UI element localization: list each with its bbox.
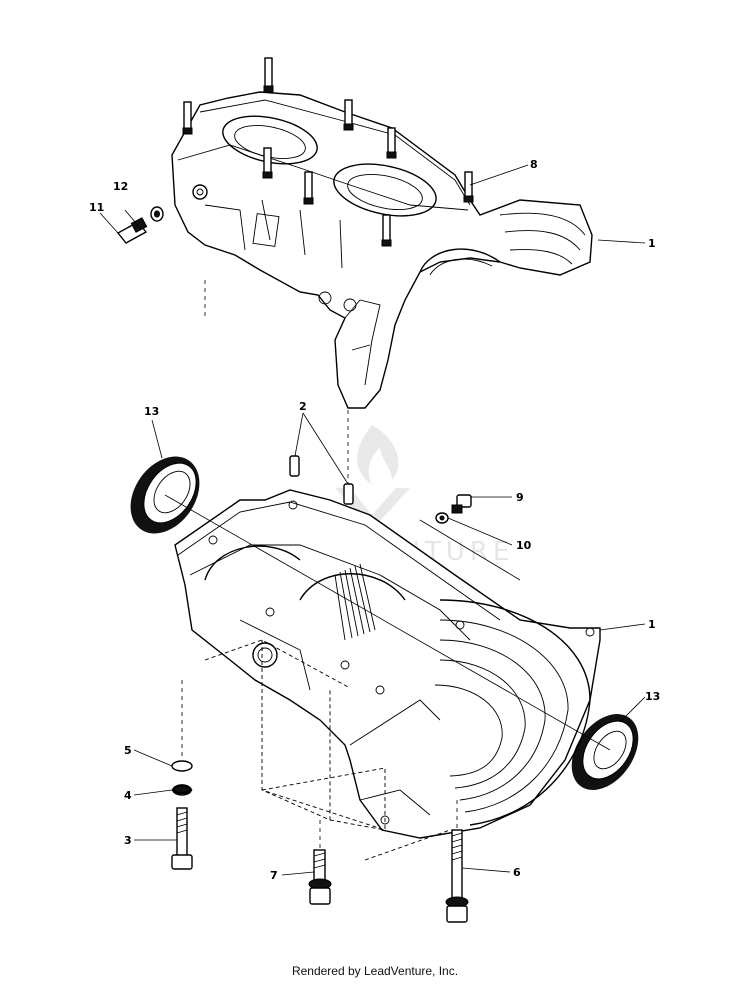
lower-crankcase [174,489,601,839]
callout-5-washer: 5 [124,744,132,757]
callout-3-bolt: 3 [124,834,132,847]
dowel-pins [289,455,354,505]
callout-8-stud: 8 [530,158,538,171]
callout-9-plug: 9 [516,491,524,504]
callout-1-upper-crankcase: 1 [648,237,656,250]
alignment-box [204,639,451,861]
callout-2-dowel-pin: 2 [299,400,307,413]
cylinder-studs [182,57,474,247]
callout-1-lower-crankcase: 1 [648,618,656,631]
fitting-assembly [116,206,164,244]
callout-13-right-seal: 13 [645,690,660,703]
callout-13-left-seal: 13 [144,405,159,418]
callout-11-fitting: 11 [89,201,104,214]
plug-assembly [435,494,472,524]
bolt-6 [445,829,469,923]
centerlines [164,280,611,850]
oil-seal-right [571,714,639,790]
callout-7-bolt: 7 [270,869,278,882]
callout-10-washer: 10 [516,539,532,552]
callout-6-bolt: 6 [513,866,521,879]
render-credit: Rendered by LeadVenture, Inc. [291,964,459,978]
bolt-stack-3-4-5 [171,760,193,870]
upper-crankcase [171,91,593,409]
callout-leaders [99,164,646,876]
callout-12-washer: 12 [113,180,128,193]
callout-4-lock-washer: 4 [124,789,132,802]
bolt-7 [308,849,332,905]
